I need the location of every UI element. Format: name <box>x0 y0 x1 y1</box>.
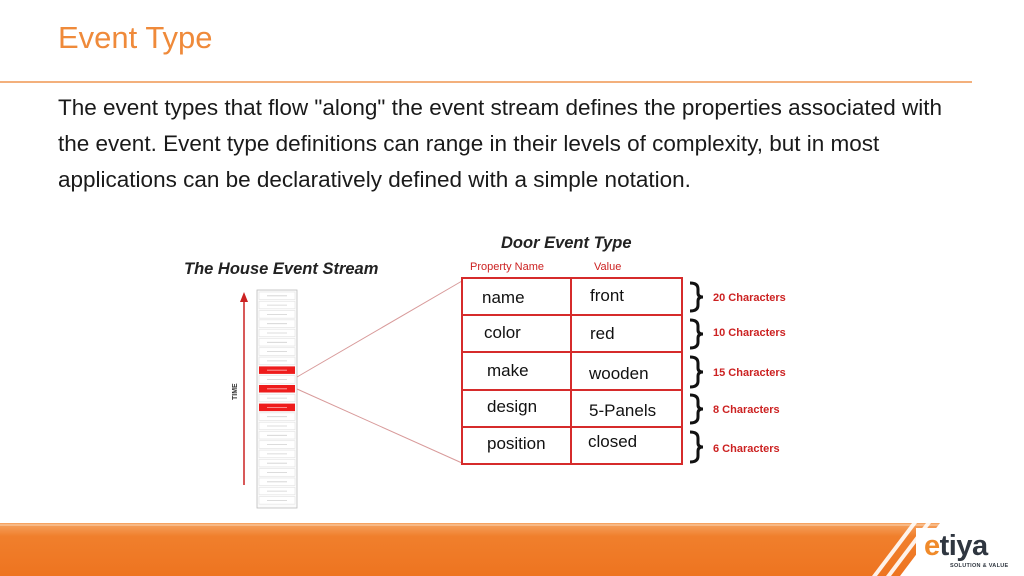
slide-title: Event Type <box>58 20 213 55</box>
cell-property: position <box>487 434 546 453</box>
cell-property: design <box>487 397 537 416</box>
event-stream-column <box>256 289 298 509</box>
col-header-value: Value <box>594 261 621 273</box>
logo-e: e <box>924 530 940 562</box>
brace <box>689 430 704 464</box>
brace <box>689 318 704 350</box>
size-label: 20 Characters <box>713 292 786 304</box>
title-divider <box>0 81 972 83</box>
cell-property: color <box>484 323 521 342</box>
door-event-type-title: Door Event Type <box>501 234 632 252</box>
logo-tagline: SOLUTION & VALUE <box>950 563 1009 569</box>
size-label: 6 Characters <box>713 443 780 455</box>
cell-value: closed <box>588 432 637 451</box>
cell-value: wooden <box>588 364 649 383</box>
size-label: 8 Characters <box>713 404 780 416</box>
size-label: 10 Characters <box>713 327 786 339</box>
zoom-line-bottom <box>296 388 463 464</box>
cell-property: name <box>482 288 525 307</box>
etiya-logo: etiya SOLUTION & VALUE <box>916 528 1012 574</box>
logo-name: tiya <box>939 530 988 562</box>
time-label: TIME <box>232 383 239 400</box>
time-arrow-head <box>240 292 248 302</box>
cell-value: front <box>590 286 624 305</box>
logo-wordmark: etiya <box>924 530 988 563</box>
body-paragraph: The event types that flow "along" the ev… <box>58 95 942 192</box>
col-header-property: Property Name <box>470 261 544 273</box>
footer-band <box>0 523 1024 576</box>
stream-title: The House Event Stream <box>184 260 378 278</box>
brace <box>689 355 704 389</box>
cell-property: make <box>487 361 529 380</box>
cell-value: 5-Panels <box>589 401 656 420</box>
brace <box>689 281 704 313</box>
brace <box>689 393 704 425</box>
cell-value: red <box>590 324 615 343</box>
door-event-table <box>461 277 683 465</box>
zoom-line-top <box>296 280 463 378</box>
brace-group <box>689 281 704 464</box>
size-label: 15 Characters <box>713 367 786 379</box>
